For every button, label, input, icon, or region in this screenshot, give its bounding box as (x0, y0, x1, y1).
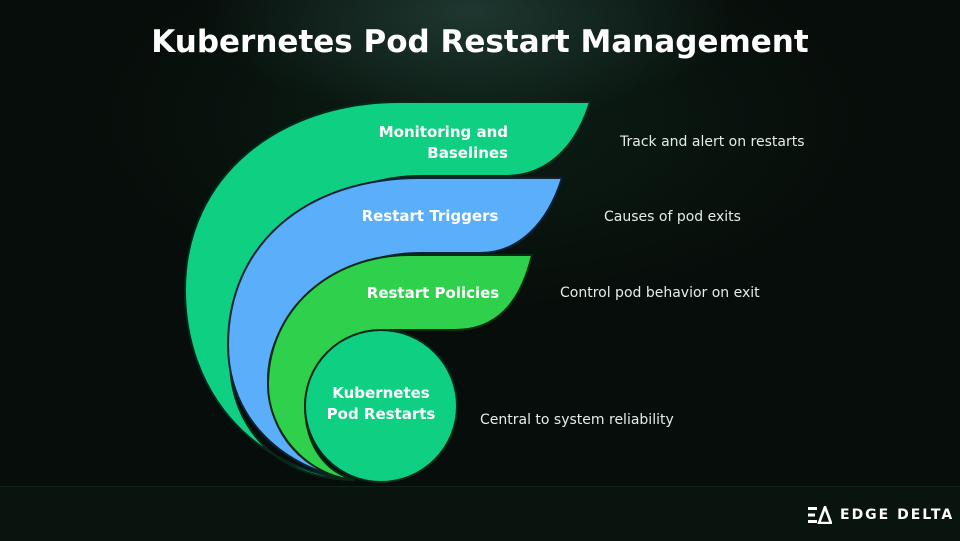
layer-monitoring-label: Monitoring and Baselines (378, 123, 508, 162)
layer-core-label: Kubernetes Pod Restarts (326, 384, 436, 423)
layer-monitoring-description: Track and alert on restarts (620, 134, 805, 150)
footer-band (0, 486, 960, 541)
edge-delta-logo-icon (808, 506, 832, 524)
layer-policies-label: Restart Policies (366, 284, 500, 302)
layer-policies-description: Control pod behavior on exit (560, 285, 760, 301)
layer-triggers-description: Causes of pod exits (604, 209, 741, 225)
brand-logo: EDGE DELTA (808, 505, 954, 525)
page-title: Kubernetes Pod Restart Management (151, 24, 809, 60)
brand-name: EDGE DELTA (840, 507, 955, 523)
layer-triggers-label: Restart Triggers (361, 207, 499, 225)
layer-core-shape (304, 329, 458, 483)
layer-core-description: Central to system reliability (480, 412, 674, 428)
